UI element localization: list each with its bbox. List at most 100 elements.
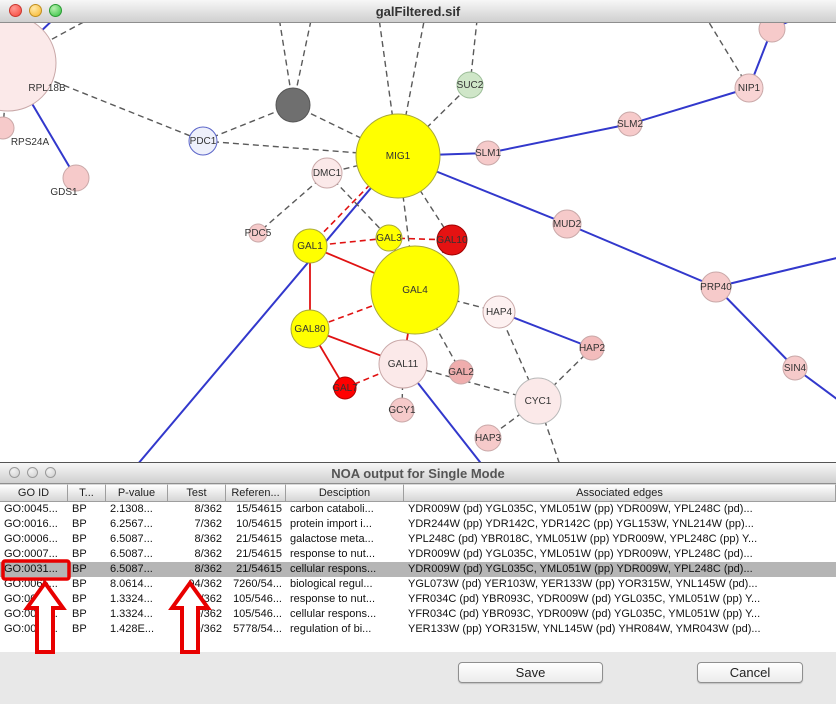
cell: BP [72, 533, 87, 545]
node-gds1[interactable] [62, 164, 90, 192]
cell: GO:0031... [4, 608, 58, 620]
node-gal7[interactable] [333, 376, 357, 400]
node-mud2[interactable] [552, 209, 582, 239]
column-header-t-[interactable]: T... [68, 484, 106, 502]
node-label: GAL10 [436, 235, 468, 246]
edge[interactable] [292, 23, 313, 106]
save-button[interactable]: Save [458, 662, 603, 683]
node-label: PDC5 [245, 228, 272, 239]
cell: regulation of bi... [290, 623, 372, 635]
node-hap3[interactable] [474, 424, 502, 452]
node-graynode[interactable] [275, 87, 311, 123]
node-gal4[interactable] [370, 245, 460, 335]
node-pdc5[interactable] [248, 223, 268, 243]
edge[interactable] [702, 23, 750, 89]
node-label: SLM2 [617, 119, 644, 130]
node-label: MUD2 [553, 219, 582, 230]
zoom-button[interactable] [45, 467, 56, 478]
node-gal2[interactable] [448, 359, 474, 385]
node-gal1[interactable] [292, 228, 328, 264]
node-dmc1[interactable] [311, 157, 343, 189]
node-mig1[interactable] [355, 113, 441, 199]
cell: BP [72, 503, 87, 515]
edge[interactable] [397, 155, 453, 241]
node-rps24a[interactable] [0, 116, 15, 140]
node-hap2[interactable] [579, 335, 605, 361]
graph-window-titlebar[interactable]: galFiltered.sif [0, 0, 836, 23]
edge[interactable] [132, 155, 399, 462]
cell: GO:0016... [4, 518, 58, 530]
zoom-button[interactable] [49, 4, 62, 17]
cancel-button[interactable]: Cancel [697, 662, 803, 683]
node-sin4[interactable] [782, 355, 808, 381]
node-nip1[interactable] [734, 73, 764, 103]
cell: biological regul... [290, 578, 373, 590]
node-gal10[interactable] [436, 224, 468, 256]
edge[interactable] [566, 223, 717, 288]
node-label: HAP4 [486, 307, 513, 318]
node-gal3[interactable] [375, 224, 403, 252]
node-slm1[interactable] [475, 140, 501, 166]
node-label: RPL18B [28, 83, 66, 94]
cell: galactose meta... [290, 533, 374, 545]
node-label: PDC1 [190, 136, 217, 147]
cell: GO:0065... [4, 578, 58, 590]
edge[interactable] [397, 84, 471, 157]
edge[interactable] [715, 256, 836, 288]
cell: 10/362 [188, 593, 222, 605]
edge[interactable] [498, 311, 593, 349]
noa-window-titlebar[interactable]: NOA output for Single Mode [0, 463, 836, 484]
column-header-desciption[interactable]: Desciption [286, 484, 404, 502]
column-header-associated-edges[interactable]: Associated edges [404, 484, 836, 502]
node-pdc1[interactable] [188, 126, 218, 156]
column-header-p-value[interactable]: P-value [106, 484, 168, 502]
node-label: GDS1 [50, 187, 78, 198]
node-hap4[interactable] [482, 295, 516, 329]
cell: 6.5087... [110, 563, 153, 575]
edge[interactable] [629, 87, 750, 125]
node-prp40[interactable] [700, 271, 732, 303]
minimize-button[interactable] [27, 467, 38, 478]
node-label: SUC2 [457, 80, 484, 91]
cell: 8.0614... [110, 578, 153, 590]
column-header-go-id[interactable]: GO ID [0, 484, 68, 502]
cell: 1.3324... [110, 593, 153, 605]
edge[interactable] [487, 123, 631, 154]
node-label: GAL80 [294, 324, 326, 335]
node-label: NIP1 [738, 83, 761, 94]
cell: 8/362 [194, 563, 222, 575]
node-gal11[interactable] [378, 339, 428, 389]
node-suc2[interactable] [456, 71, 484, 99]
close-button[interactable] [9, 467, 20, 478]
node-cyc1[interactable] [514, 377, 562, 425]
cell: carbon cataboli... [290, 503, 374, 515]
node-rpl18b[interactable] [0, 23, 57, 112]
node-corner[interactable] [758, 23, 786, 43]
node-gcy1[interactable] [389, 397, 415, 423]
column-header-test[interactable]: Test [168, 484, 226, 502]
node-slm2[interactable] [617, 111, 643, 137]
minimize-button[interactable] [29, 4, 42, 17]
close-button[interactable] [9, 4, 22, 17]
cell: GO:0050... [4, 623, 58, 635]
cell: 21/54615 [236, 533, 282, 545]
cell: 1.428E... [110, 623, 155, 635]
node-gal80[interactable] [290, 309, 330, 349]
edge[interactable] [7, 23, 104, 64]
node-label: GAL2 [448, 367, 474, 378]
edge[interactable] [715, 286, 796, 369]
network-canvas[interactable]: RPL18BRPS24AGDS1PDC1MIG1SUC2SLM1SLM2NIP1… [0, 23, 836, 462]
cell: YPL248C (pd) YBR018C, YML051W (pp) YDR00… [408, 533, 758, 545]
node-label: HAP2 [579, 343, 606, 354]
cell: 6.5087... [110, 548, 153, 560]
column-header-referen-[interactable]: Referen... [226, 484, 286, 502]
